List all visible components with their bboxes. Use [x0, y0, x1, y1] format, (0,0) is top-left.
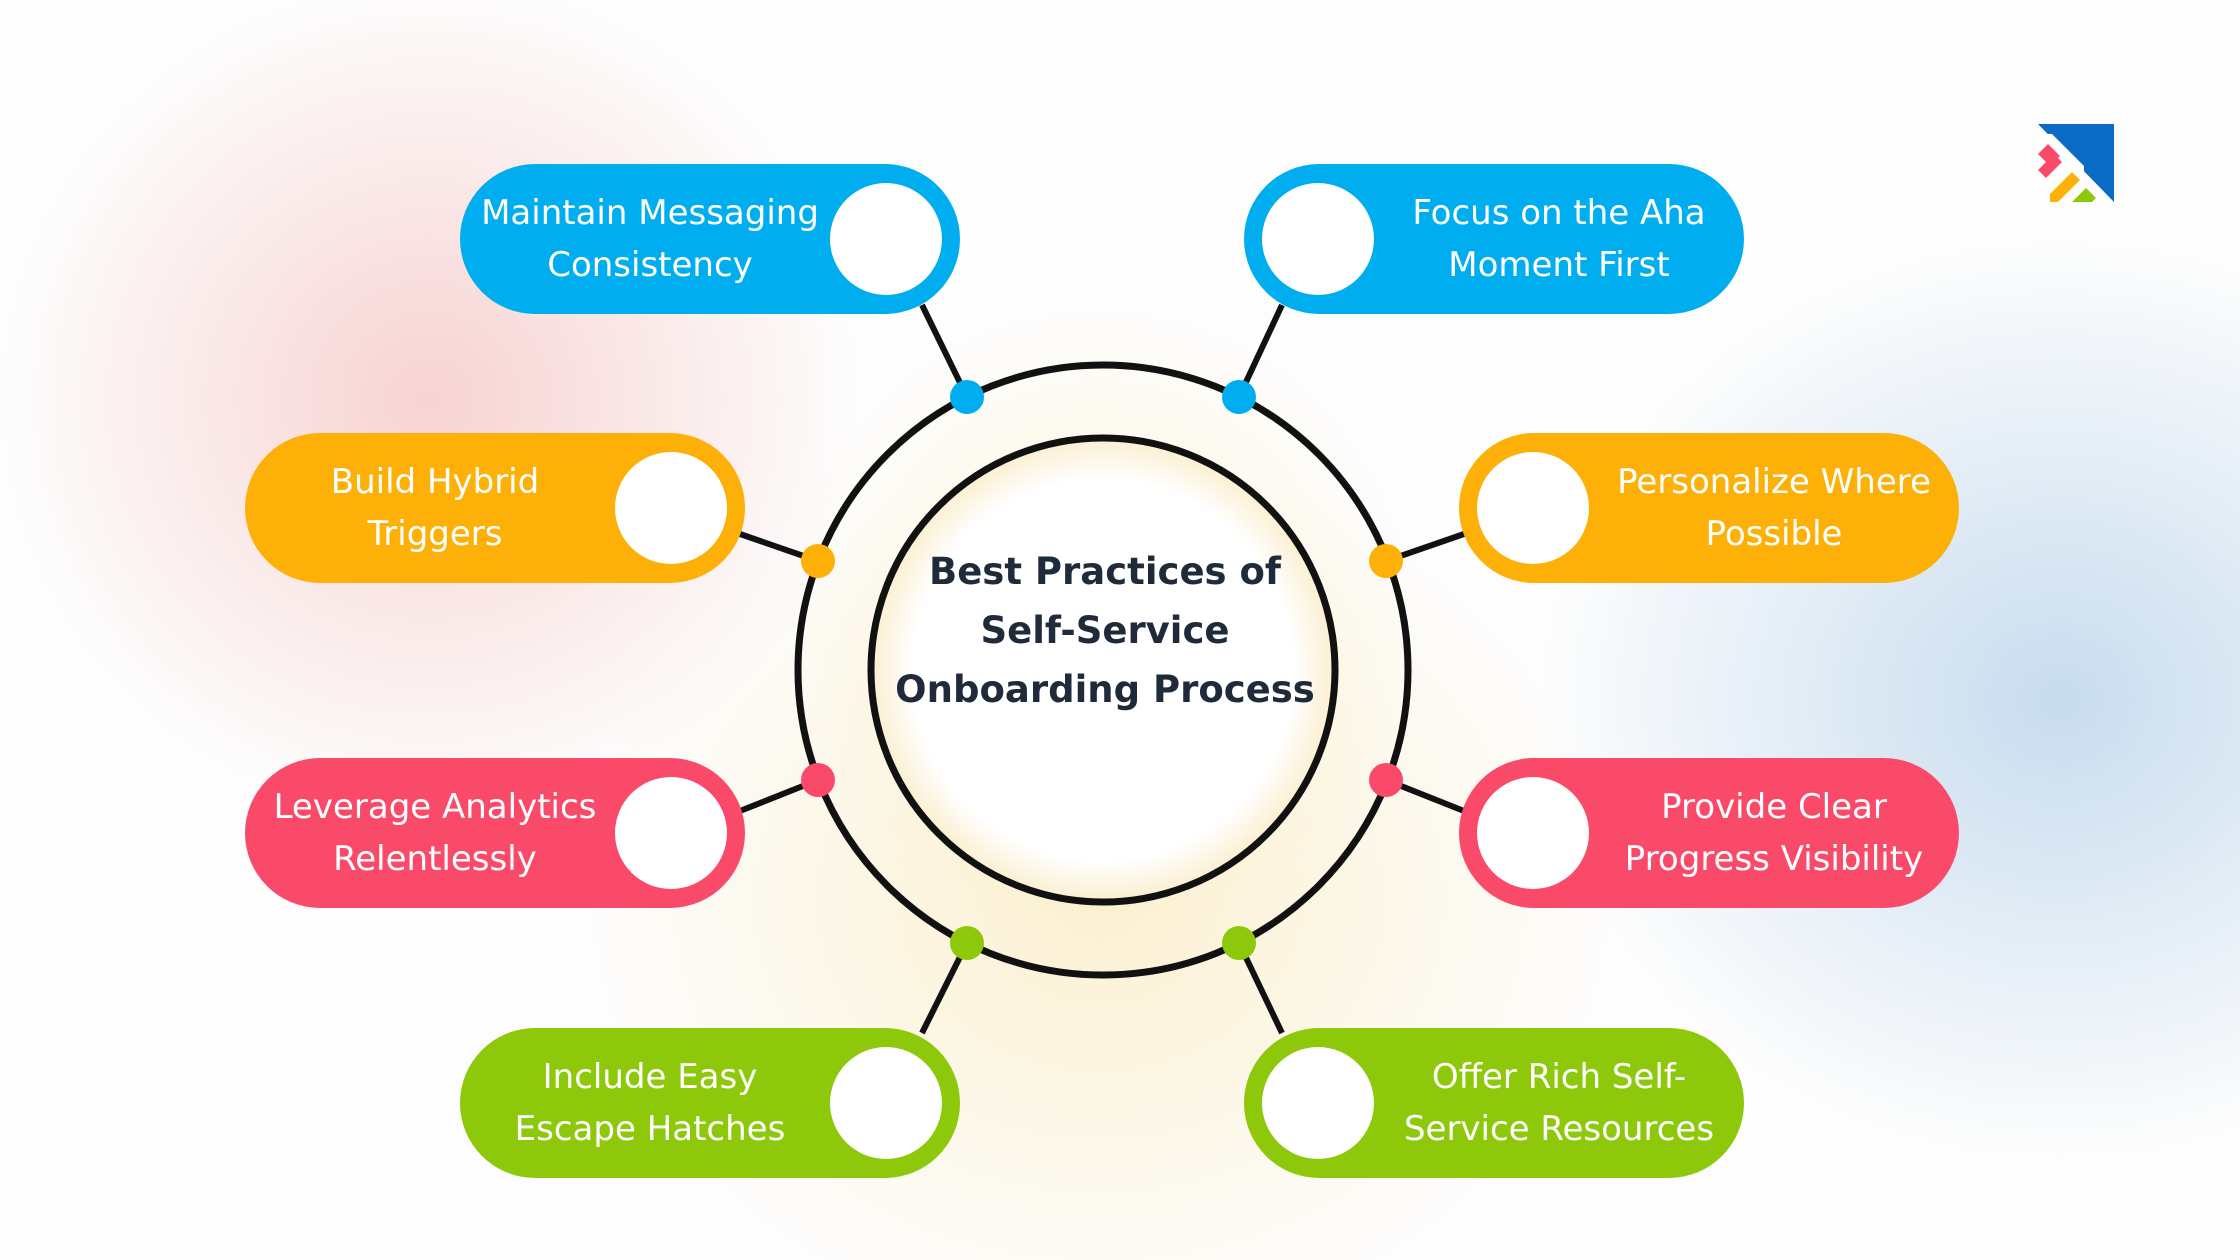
ring-dot-7 — [950, 926, 984, 960]
brand-logo-icon — [2038, 124, 2114, 202]
practice-label-1: Maintain Messaging Consistency — [481, 193, 819, 285]
practice-badge-1 — [830, 183, 942, 295]
ring-dot-2 — [1222, 380, 1256, 414]
ring-dot-8 — [1222, 926, 1256, 960]
practice-pill-4: Personalize Where Possible — [1459, 433, 1959, 583]
practice-label-3: Build Hybrid Triggers — [330, 462, 540, 554]
ring-dot-1 — [950, 380, 984, 414]
outer-ring — [794, 361, 1412, 979]
practice-badge-2 — [1262, 183, 1374, 295]
ring-dots — [801, 380, 1403, 960]
ring-dot-4 — [1369, 544, 1403, 578]
practice-badge-6 — [1477, 777, 1589, 889]
ring-dot-3 — [801, 544, 835, 578]
practice-badge-7 — [830, 1047, 942, 1159]
practice-label-5: Leverage Analytics Relentlessly — [273, 787, 597, 879]
inner-disc — [871, 438, 1335, 902]
ring-dot-6 — [1369, 763, 1403, 797]
inner-ring — [867, 434, 1339, 906]
practice-label-6: Provide Clear Progress Visibility — [1624, 787, 1924, 879]
practice-pill-3: Build Hybrid Triggers — [245, 433, 745, 583]
practice-badge-5 — [615, 777, 727, 889]
practice-label-4: Personalize Where Possible — [1617, 462, 1931, 554]
practice-label-8: Offer Rich Self- Service Resources — [1403, 1057, 1715, 1149]
practice-label-7: Include Easy Escape Hatches — [514, 1057, 786, 1149]
connector-lines — [738, 303, 1466, 1035]
practice-badge-4 — [1477, 452, 1589, 564]
ring-dot-5 — [801, 763, 835, 797]
practice-pill-2: Focus on the Aha Moment First — [1244, 164, 1744, 314]
practice-pill-6: Provide Clear Progress Visibility — [1459, 758, 1959, 908]
practice-pill-8: Offer Rich Self- Service Resources — [1244, 1028, 1744, 1178]
diagram-title: Best Practices of Self-Service Onboardin… — [895, 549, 1315, 711]
practice-pill-1: Maintain Messaging Consistency — [460, 164, 960, 314]
practice-pill-7: Include Easy Escape Hatches — [460, 1028, 960, 1178]
connector-line-1 — [919, 303, 970, 399]
practice-badge-3 — [615, 452, 727, 564]
practice-badge-8 — [1262, 1047, 1374, 1159]
practice-label-2: Focus on the Aha Moment First — [1412, 193, 1706, 285]
practice-pill-5: Leverage Analytics Relentlessly — [245, 758, 745, 908]
